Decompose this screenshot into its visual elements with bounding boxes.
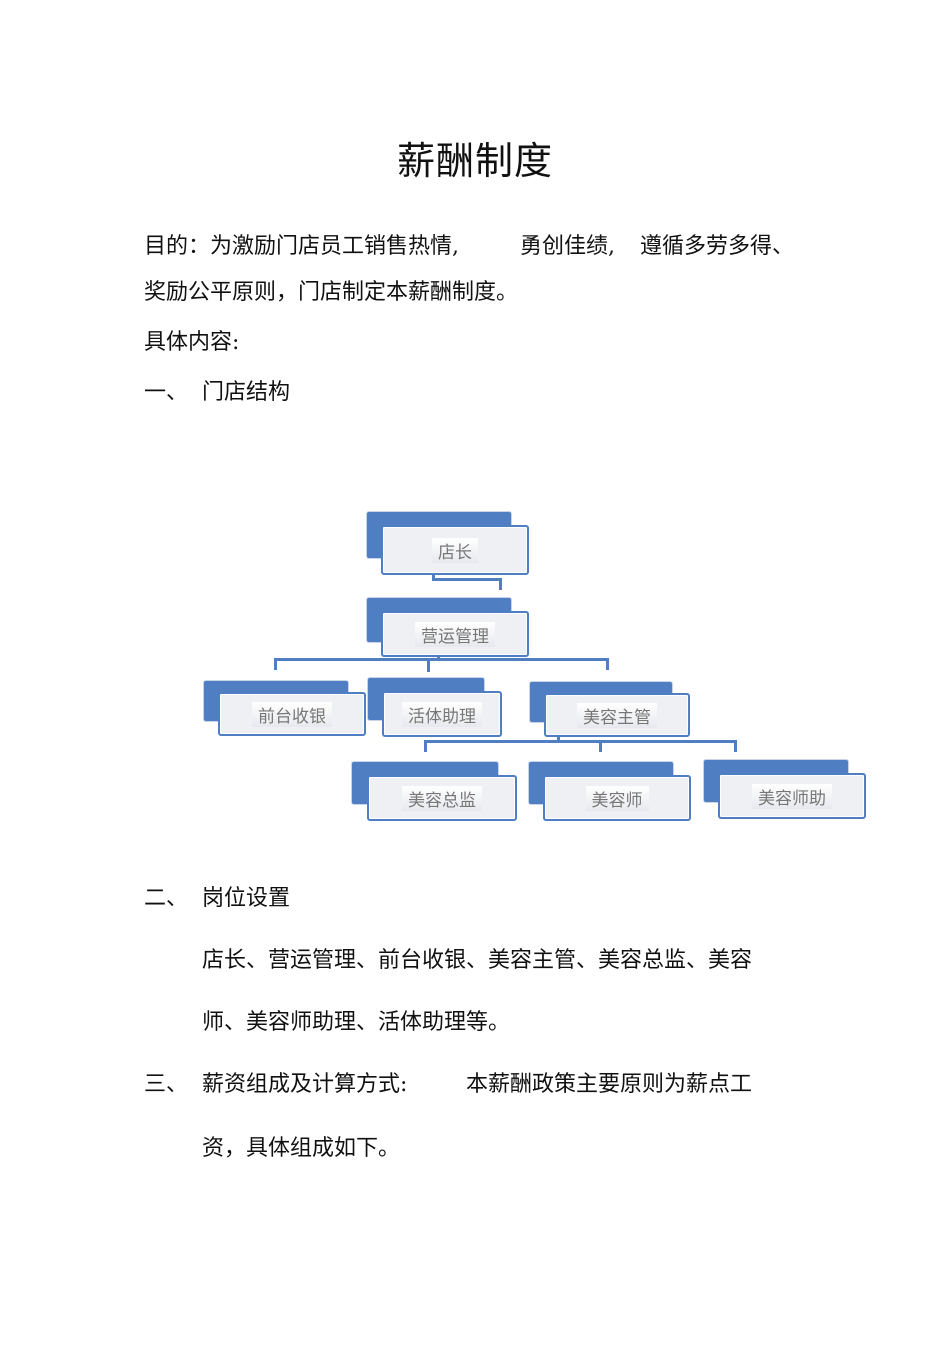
connector-line [424,740,737,743]
org-node-label: 活体助理 [402,701,482,727]
org-node-label: 美容师助 [752,783,832,809]
connector-line [599,740,602,752]
section2-body-line2: 师、美容师助理、活体助理等。 [202,1010,511,1035]
connector-line [606,658,609,670]
purpose-line1-a: 目的：为激励门店员工销售热情, [144,234,459,259]
org-node-pet-assistant: 活体助理 [382,691,502,737]
section1-number: 一、 [144,380,189,405]
org-node-operations: 营运管理 [381,611,529,657]
connector-line [437,654,440,660]
org-node-grooming-director: 美容总监 [367,775,517,821]
connector-line [274,658,609,661]
section2-title: 岗位设置 [202,886,291,911]
org-node-label: 美容总监 [402,785,482,811]
section1-title: 门店结构 [202,380,291,405]
connector-line [424,740,427,752]
purpose-line2: 奖励公平原则，门店制定本薪酬制度。 [144,280,519,305]
content-label: 具体内容: [144,330,240,355]
purpose-line1-c: 遵循多劳多得、 [640,234,795,259]
org-node-label: 店长 [432,537,478,563]
org-node-label: 美容师 [585,785,649,811]
section3-title: 薪资组成及计算方式: [202,1072,408,1097]
org-node-groomer: 美容师 [543,775,691,821]
section2-number: 二、 [144,886,189,911]
org-node-grooming-supervisor: 美容主管 [544,693,690,737]
section3-title-rest: 本薪酬政策主要原则为薪点工 [466,1072,753,1097]
connector-line [557,735,560,741]
org-node-label: 营运管理 [415,621,495,647]
org-node-cashier: 前台收银 [218,692,366,736]
org-node-label: 美容主管 [577,702,657,728]
org-node-label: 前台收银 [252,701,332,727]
section3-body-line2: 资，具体组成如下。 [202,1136,401,1161]
section2-body-line1: 店长、营运管理、前台收银、美容主管、美容总监、美容 [202,948,753,973]
page-title: 薪酬制度 [396,139,553,183]
section3-number: 三、 [144,1072,189,1097]
purpose-line1-b: 勇创佳绩, [520,234,615,259]
org-node-groomer-assistant: 美容师助 [718,773,866,819]
connector-line [499,578,502,590]
connector-line [274,658,277,670]
connector-line [734,740,737,752]
connector-line [432,572,435,580]
connector-line [427,660,430,672]
connector-line [432,578,502,581]
org-node-store-manager: 店长 [381,525,529,575]
